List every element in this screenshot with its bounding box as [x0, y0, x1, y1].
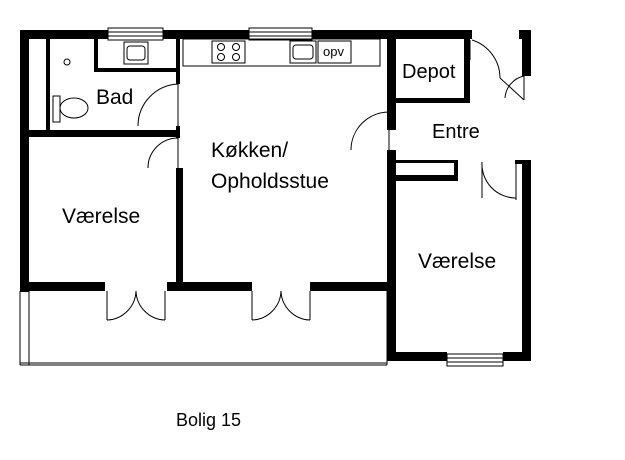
door-bath	[137, 83, 179, 127]
stove	[211, 40, 246, 64]
room-label-depot: Depot	[402, 61, 456, 83]
room-label-entre: Entre	[432, 121, 480, 143]
exterior-walls	[20, 30, 531, 361]
door-entre	[350, 111, 390, 151]
terrace-outline	[19, 291, 388, 366]
windows	[107, 27, 504, 367]
room-label-kitchen-line1: Køkken/	[211, 139, 288, 162]
bath-sink	[123, 41, 149, 65]
door-terrace-left	[106, 290, 166, 321]
fixtures	[52, 38, 381, 123]
dishwasher	[317, 40, 352, 64]
door-bedroom-left	[147, 137, 179, 169]
toilet	[52, 95, 89, 123]
fixture-label-opv: opv	[323, 44, 344, 59]
door-bedroom-right	[481, 161, 517, 200]
room-label-kitchen-line2: Opholdsstue	[211, 170, 329, 193]
interior-walls	[20, 37, 522, 288]
kitchen-sink	[289, 40, 317, 64]
room-label-bedroom-right: Værelse	[418, 250, 496, 273]
shower-drain	[63, 58, 71, 66]
window-bedroom-right	[446, 353, 504, 367]
plan-caption: Bolig 15	[176, 410, 242, 430]
door-front	[499, 75, 525, 101]
window-kitchen	[248, 27, 313, 41]
room-label-bad: Bad	[96, 86, 133, 109]
window-bath	[107, 27, 164, 41]
kitchen-counter	[182, 38, 381, 67]
room-label-bedroom-left: Værelse	[62, 205, 140, 228]
door-depot	[469, 39, 501, 79]
doors	[106, 39, 525, 321]
door-terrace-right	[251, 290, 311, 321]
